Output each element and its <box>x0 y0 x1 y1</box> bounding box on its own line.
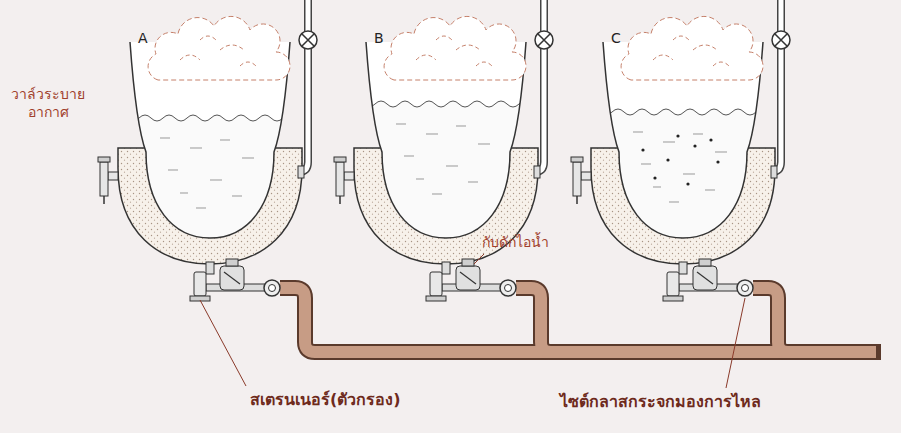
air-vent-label: วาล์วระบาย อากาศ <box>2 86 94 121</box>
kettle-letter: B <box>374 30 384 48</box>
kettle-letter: C <box>611 30 621 48</box>
sight-glass-label: ไซต์กลาสกระจกมองการไหล <box>560 392 761 412</box>
kettle-letter: A <box>138 30 148 48</box>
strainer-label: สเตรนเนอร์(ตัวกรอง) <box>250 390 401 410</box>
steam-trap-label: กับดักไอน้ำ <box>482 234 549 252</box>
